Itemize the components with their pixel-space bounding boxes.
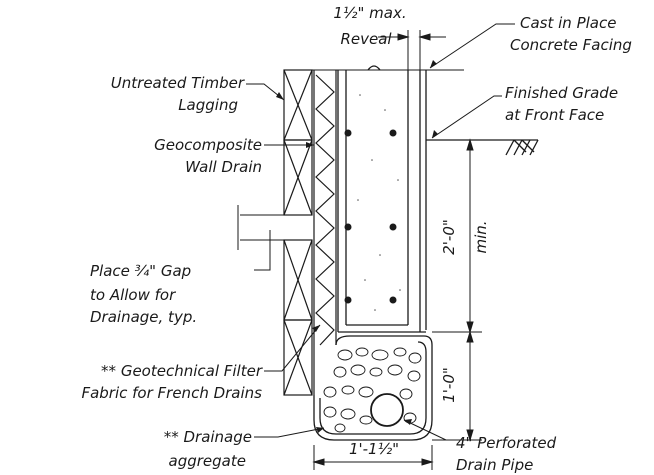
gap-label-line3: Drainage, typ. [90,308,198,326]
dim-min-label: min. [472,220,490,254]
lagging-label-line1: Untreated Timber [110,74,244,92]
french-drain [313,335,433,441]
concrete-facing [337,65,427,333]
width-dimension [312,445,434,470]
drain-label-line2: Wall Drain [185,158,262,176]
gap-label-line1: Place ¾" Gap [90,262,192,280]
dim-width-label: 1'-1½" [348,440,400,458]
reveal-label-line1: 1½" max. [333,4,407,22]
dim-depth-label: 1'-0" [440,367,458,403]
finished-grade [426,139,539,156]
facing-label-line1: Cast in Place [520,14,617,32]
aggregate-label-line2: aggregate [168,452,246,470]
timber-lagging [283,69,313,396]
pipe-label-line1: 4" Perforated [456,434,557,452]
grade-label-line1: Finished Grade [505,84,619,102]
geocomposite-drain [313,70,337,395]
leader-lines [246,23,515,441]
drainage-aggregate [323,347,422,433]
gap-label-line2: to Allow for [90,286,176,304]
drain-label-line1: Geocomposite [154,136,262,154]
reveal-dimension [312,30,464,71]
fabric-label-line1: ** Geotechnical Filter [101,362,262,380]
pipe-label-line2: Drain Pipe [456,456,534,474]
perforated-drain-pipe [370,393,404,427]
concrete-speckle [357,94,401,311]
aggregate-label-line1: ** Drainage [163,428,252,446]
fabric-label-line2: Fabric for French Drains [81,384,262,402]
facing-label-line2: Concrete Facing [510,36,632,54]
vertical-dimensions [426,138,482,442]
leader-arrowheads [276,60,438,433]
grade-label-line2: at Front Face [505,106,605,124]
gap-dimension [237,205,284,250]
dim-height-label: 2'-0" [440,219,458,255]
lagging-label-line2: Lagging [178,96,238,114]
rebar [344,129,397,304]
reveal-label-line2: Reveal [340,30,392,48]
